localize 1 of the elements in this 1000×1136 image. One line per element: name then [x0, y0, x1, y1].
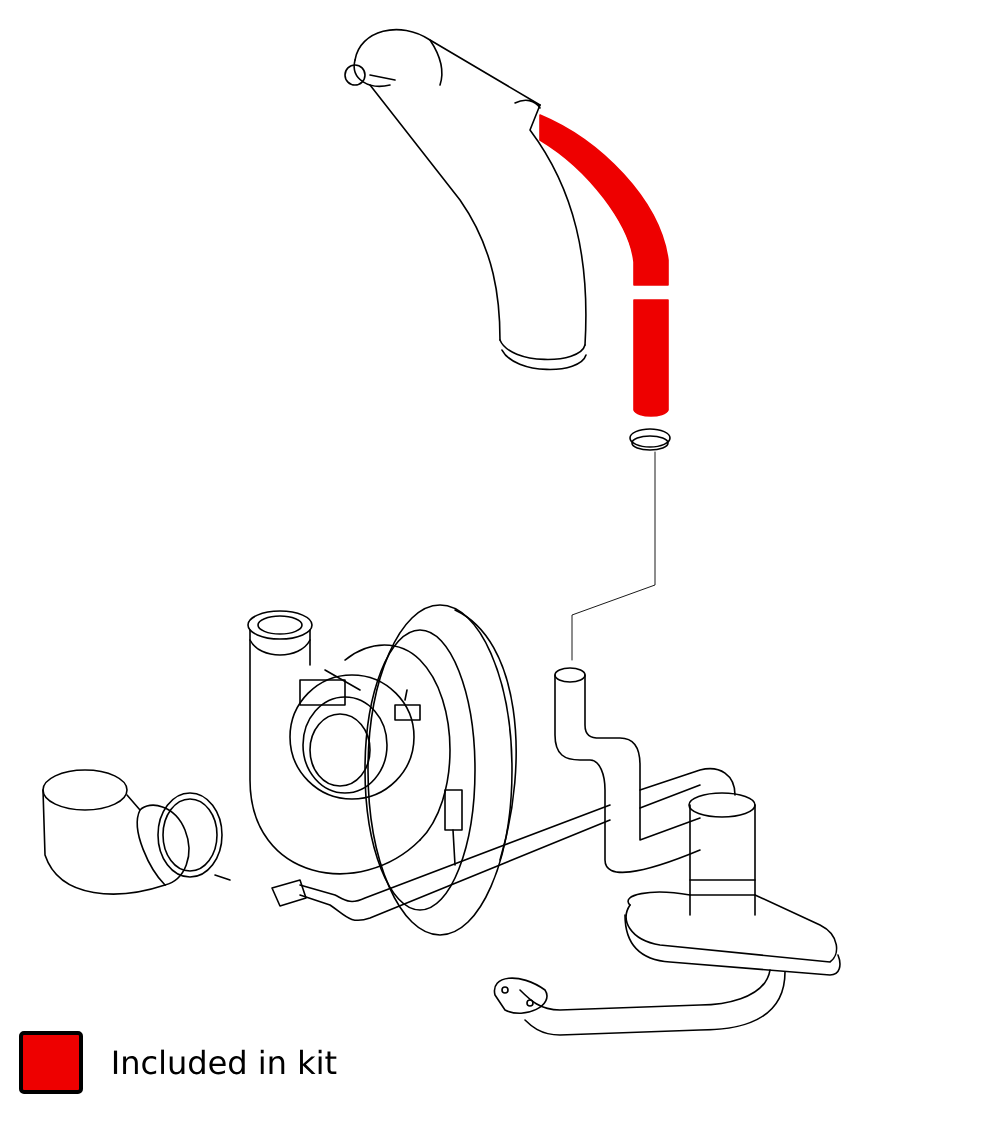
legend-label: Included in kit	[113, 1049, 337, 1075]
